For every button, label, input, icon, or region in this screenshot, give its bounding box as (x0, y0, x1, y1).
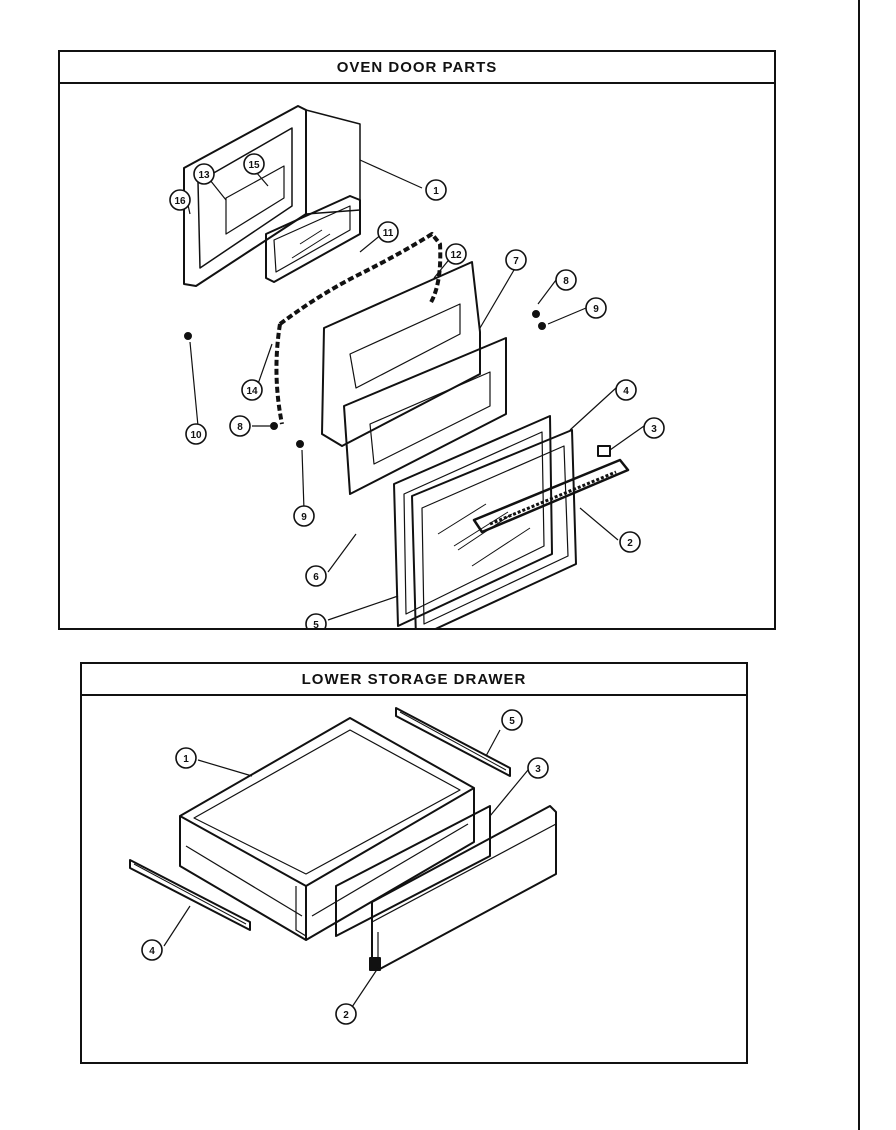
door-handle (472, 458, 630, 534)
callout-4: 4 (615, 379, 637, 401)
window-frame (265, 195, 361, 283)
svg-text:3: 3 (651, 424, 657, 435)
svg-text:11: 11 (383, 228, 394, 239)
svg-text:5: 5 (509, 716, 515, 727)
screw-8 (532, 310, 540, 318)
callout-7: 7 (505, 249, 527, 271)
drawer-slide-rail-left (129, 859, 251, 931)
svg-text:14: 14 (246, 386, 258, 397)
svg-text:4: 4 (149, 946, 155, 957)
storage-drawer-diagram: 1 5 3 4 2 (129, 707, 557, 1025)
screw-9-left (296, 440, 304, 448)
inner-door-panel (343, 337, 507, 495)
handle-end-cap (597, 445, 611, 457)
callout-10: 10 (185, 423, 207, 445)
svg-text:5: 5 (313, 620, 319, 628)
drawer-callout-3: 3 (527, 757, 549, 779)
svg-text:13: 13 (198, 170, 210, 181)
leader-lines (185, 159, 645, 621)
lower-storage-drawer-panel: LOWER STORAGE DRAWER (80, 662, 748, 1064)
drawer-body (179, 717, 475, 941)
drawer-callout-2: 2 (335, 1003, 357, 1025)
outer-glass-frame (411, 429, 577, 628)
svg-text:1: 1 (183, 754, 189, 765)
svg-text:8: 8 (237, 422, 243, 433)
callout-15: 15 (243, 153, 265, 175)
svg-text:2: 2 (627, 538, 633, 549)
svg-text:6: 6 (313, 572, 319, 583)
callout-1: 1 (425, 179, 447, 201)
svg-text:10: 10 (190, 430, 202, 441)
drawer-callout-1: 1 (175, 747, 197, 769)
callout-8: 8 (555, 269, 577, 291)
svg-text:9: 9 (301, 512, 307, 523)
drawer-leader-lines (163, 729, 529, 1011)
page-edge-line (858, 0, 860, 1130)
svg-text:15: 15 (248, 160, 260, 171)
svg-text:2: 2 (343, 1010, 349, 1021)
drawer-front-rail (369, 957, 381, 971)
callout-6: 6 (305, 565, 327, 587)
lower-storage-drawer-title: LOWER STORAGE DRAWER (82, 664, 746, 696)
oven-door-parts-title: OVEN DOOR PARTS (60, 52, 774, 84)
insulation-panel (321, 261, 481, 447)
callout-5: 5 (305, 613, 327, 628)
svg-text:12: 12 (450, 250, 462, 261)
door-gasket (278, 232, 443, 326)
screw-9 (538, 322, 546, 330)
svg-text:9: 9 (593, 304, 599, 315)
screw-10 (184, 332, 192, 340)
svg-text:8: 8 (563, 276, 569, 287)
callout-9: 9 (585, 297, 607, 319)
svg-text:4: 4 (623, 386, 629, 397)
outer-door-panel (183, 105, 361, 287)
callout-3: 3 (643, 417, 665, 439)
oven-door-diagram: 16 13 15 1 11 12 7 8 9 14 10 8 9 4 3 2 6… (169, 105, 665, 628)
drawer-front-panel (335, 805, 557, 971)
callout-8-left: 8 (229, 415, 251, 437)
callout-9-left: 9 (293, 505, 315, 527)
callout-11: 11 (377, 221, 399, 243)
drawer-callout-5: 5 (501, 709, 523, 731)
svg-text:1: 1 (433, 186, 439, 197)
svg-text:7: 7 (513, 256, 519, 267)
callout-16: 16 (169, 189, 191, 211)
screw-8-left (270, 422, 278, 430)
drawer-slide-rail-right (395, 707, 511, 777)
callout-14: 14 (241, 379, 263, 401)
oven-door-parts-panel: OVEN DOOR PARTS (58, 50, 776, 630)
callout-13: 13 (193, 163, 215, 185)
callout-12: 12 (445, 243, 467, 265)
drawer-callout-4: 4 (141, 939, 163, 961)
svg-text:16: 16 (174, 196, 186, 207)
svg-text:3: 3 (535, 764, 541, 775)
callout-2: 2 (619, 531, 641, 553)
